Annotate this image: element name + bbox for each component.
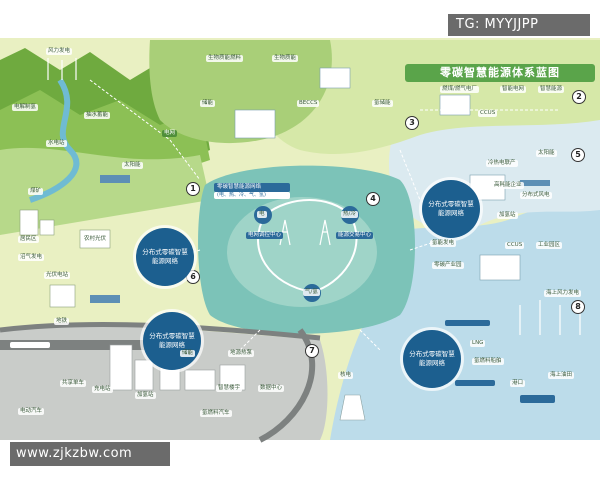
label-rural-solar: 农村光伏 xyxy=(82,236,109,243)
label-bike: 共享单车 xyxy=(60,380,87,387)
label-ev: 电动汽车 xyxy=(18,408,45,415)
label-hydrogen-store: 氢储能 xyxy=(372,100,393,107)
marker-6: 6 xyxy=(186,270,200,284)
label-hydrogen-station: 加氢站 xyxy=(135,392,156,399)
label-building: 智慧楼宇 xyxy=(216,385,243,392)
label-beccs: BECCS xyxy=(297,100,320,107)
center-subtitle: (电、热、冷、气、氢) xyxy=(214,192,290,199)
label-metro: 地铁 xyxy=(54,318,70,325)
marker-4: 4 xyxy=(366,192,380,206)
node-gas-hydrogen: 气/氢 xyxy=(303,289,320,296)
label-hydrogen-power: 氢能发电 xyxy=(430,240,457,247)
label-solar-farm: 光伏电站 xyxy=(44,272,71,279)
node-heat-cold: 热/冷 xyxy=(341,211,358,218)
label-offshore-wind: 海上风力发电 xyxy=(544,290,582,297)
marker-7: 7 xyxy=(305,344,319,358)
label-wind-power: 风力发电 xyxy=(46,48,73,55)
hub-south: 分布式零碳智慧能源网络 xyxy=(403,330,461,388)
hub-south-label: 分布式零碳智慧能源网络 xyxy=(409,350,455,367)
label-hydrogen-ship: 氢燃料船舶 xyxy=(472,358,504,365)
label-h2-car: 氢燃料汽车 xyxy=(200,410,232,417)
label-hydro: 水电站 xyxy=(46,140,67,147)
label-smart-meter: 智慧能源 xyxy=(538,86,565,93)
watermark-top: TG: MYYJJPP xyxy=(448,14,590,36)
label-wind-offshore-dist: 分布式风电 xyxy=(520,192,552,199)
label-ccus-top: CCUS xyxy=(478,110,498,117)
hub-east-label: 分布式零碳智慧能源网络 xyxy=(428,200,474,217)
label-solar-right: 太阳能 xyxy=(536,150,557,157)
label-biogas: 沼气发电 xyxy=(18,254,45,261)
label-residential: 居民区 xyxy=(18,236,39,243)
hub-west: 分布式零碳智慧能源网络 xyxy=(136,228,194,286)
hub-city-label: 分布式零碳智慧能源网络 xyxy=(149,332,195,349)
label-charging: 充电站 xyxy=(92,386,113,393)
grid-control-center: 电网调控中心 xyxy=(246,232,284,239)
label-solar-top: 太阳能 xyxy=(122,162,143,169)
marker-1: 1 xyxy=(186,182,200,196)
label-electrolysis: 电解制氢 xyxy=(12,104,39,111)
label-storage-top: 储能 xyxy=(200,100,216,107)
hub-east: 分布式零碳智慧能源网络 xyxy=(422,180,480,238)
watermark-bottom: www.zjkzbw.com xyxy=(10,442,170,466)
label-ground-heat-pump: 地源热泵 xyxy=(228,350,255,357)
label-industrial: 工业园区 xyxy=(536,242,563,249)
label-port: 港口 xyxy=(510,380,526,387)
label-cold-storage: 冷热电联产 xyxy=(486,160,518,167)
label-energy-enterprise: 高耗能企业 xyxy=(492,182,524,189)
label-biofuel: 生物质能燃料 xyxy=(206,55,244,62)
label-nuclear: 核电 xyxy=(338,372,354,379)
marker-3: 3 xyxy=(405,116,419,130)
center-title: 零碳智慧能源网络 xyxy=(214,183,290,192)
label-ccus-mid: CCUS xyxy=(505,242,525,249)
label-data-center: 数据中心 xyxy=(258,385,285,392)
hub-city: 分布式零碳智慧能源网络 xyxy=(143,312,201,370)
label-grid: 电网 xyxy=(162,130,178,137)
energy-trade-center: 能源交易中心 xyxy=(336,232,374,239)
label-storage-city: 储能 xyxy=(180,350,196,357)
marker-5: 5 xyxy=(571,148,585,162)
blueprint-title: 零碳智慧能源体系蓝图 xyxy=(405,64,595,82)
label-offshore-platform: 海上油田 xyxy=(548,372,575,379)
hub-west-label: 分布式零碳智慧能源网络 xyxy=(142,248,188,265)
marker-8: 8 xyxy=(571,300,585,314)
node-electric: 电 xyxy=(257,211,267,218)
label-coal-mine: 煤矿 xyxy=(28,188,44,195)
label-pumped-storage: 抽水蓄能 xyxy=(84,112,111,119)
label-gas-plant: 燃煤/燃气电厂 xyxy=(440,86,479,93)
label-zero-carbon-park: 零碳产业园 xyxy=(432,262,464,269)
marker-2: 2 xyxy=(572,90,586,104)
label-lng: LNG xyxy=(470,340,486,347)
label-smart-grid: 智能电网 xyxy=(500,86,527,93)
label-hydrogen-station-right: 加氢站 xyxy=(497,212,518,219)
label-bioenergy: 生物质能 xyxy=(272,55,299,62)
